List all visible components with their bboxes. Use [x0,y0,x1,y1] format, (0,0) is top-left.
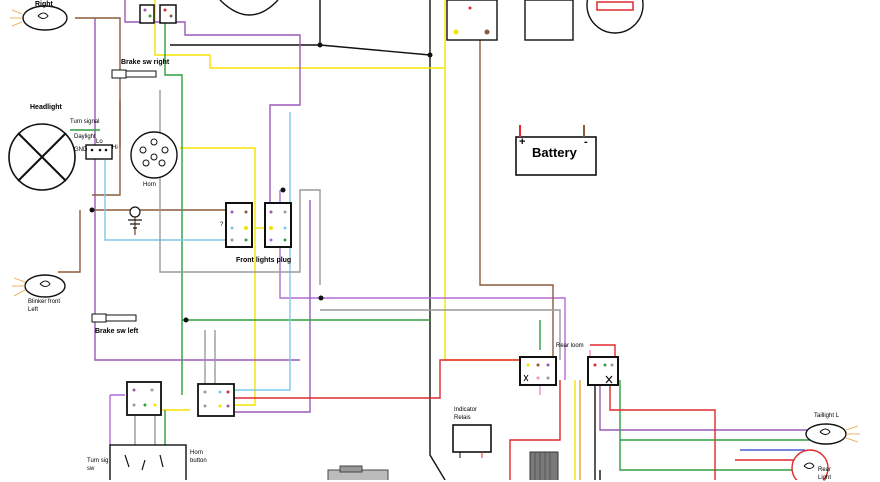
label-rear-light-2: Light [818,475,832,481]
brake-switch-right [111,69,157,79]
wire-lightblue-a [104,160,230,241]
label-rear-light-1: Rear [818,467,832,473]
junction-dot [317,42,323,48]
regulator [529,451,559,480]
label-hi: Hi [112,145,118,151]
connector-top-a [139,4,155,24]
label-headlight: Headlight [30,104,62,111]
wire-gray-c [320,309,561,360]
top-right-devices [446,0,644,41]
label-daylight: Daylight [74,134,96,140]
label-horn: Horn [143,182,157,188]
indicator-relais [452,424,492,458]
label-taillight-l: Taillight L [814,413,840,419]
handlebar-switch [109,444,187,480]
junction-dot [183,317,189,323]
label-horn-button-2: button [190,458,207,464]
rear-loom [519,356,619,386]
front-plug-right [264,202,292,248]
wire-gray-a [159,90,321,285]
label-lo: Lo [96,139,103,145]
wire-purple-left [230,200,311,413]
wire-black-trunk [429,0,446,480]
junction-dot [318,295,324,301]
headlight [8,123,76,191]
wire-green-b [70,129,183,395]
wire-rear-black [594,380,601,480]
wire-yellow-front [180,147,270,406]
label-gnd: GND [74,147,88,153]
wire-purple-b [124,0,301,220]
starter-relay [327,465,389,480]
top-connectors [139,0,279,24]
junctions [89,42,433,323]
ground-icon [128,206,142,229]
junction-dot [89,207,95,213]
horn [130,131,178,179]
label-battery-minus: - [584,136,588,148]
switch-connectors [126,381,235,417]
wire-lightblue-b [235,112,291,391]
connector-switch-b [197,383,235,417]
wire-green-main [164,20,430,321]
label-turn-sig-sw-1: Turn sig [87,458,109,464]
label-brake-sw-left: Brake sw left [95,328,139,335]
label-blinker-right: Right [35,1,53,8]
label-indicator-relais-2: Relais [454,415,471,421]
label-battery-plus: + [519,136,526,148]
wire-yellow-main [154,0,535,361]
label-indicator-relais-1: Indicator [454,407,478,413]
label-horn-button-1: Horn [190,450,204,456]
front-lights-plug [225,202,292,248]
connector-switch-a [126,381,162,416]
control-unit [524,0,574,41]
blinker-front-left [12,274,66,298]
junction-dot [427,52,433,58]
label-turn-sig-sw-2: sw [87,466,95,472]
connector-top-b [159,4,177,24]
battery-body [515,136,597,176]
blinker-front-right [10,5,68,31]
blinker-bulb-icon [37,12,49,19]
battery [515,125,597,176]
label-rear-loom: Rear loom [556,343,584,349]
blinker-bulb-icon [39,280,51,287]
junction-dot [280,187,286,193]
label-blinker-front-left-1: Blinker front [28,299,61,305]
gauge-display [596,1,634,11]
label-question-mark: ? [220,222,224,228]
rear-loom-right [587,356,619,386]
front-plug-left [225,202,253,248]
speedo-outline [219,0,279,16]
taillight-l [805,423,860,445]
label-turn-signal: Turn signal [70,119,100,125]
label-blinker-front-left-2: Left [28,307,39,313]
wire-purple-top [94,18,300,361]
relais-body [452,424,492,453]
wire-red-c [509,380,561,480]
wire-red-a [230,359,540,399]
brake-switch-left [91,313,137,323]
label-brake-sw-right: Brake sw right [121,59,170,66]
blinker-bulb-icon [819,428,831,435]
rear-loom-left [519,356,557,386]
label-battery: Battery [532,145,577,160]
label-front-lights-plug: Front lights plug [236,257,292,264]
headlight-connector [85,144,113,160]
wire-brown-main [479,20,554,360]
rear-light [791,449,829,480]
wire-switch-b [109,394,125,445]
wires [58,0,810,480]
wire-purple-rear [599,380,810,431]
